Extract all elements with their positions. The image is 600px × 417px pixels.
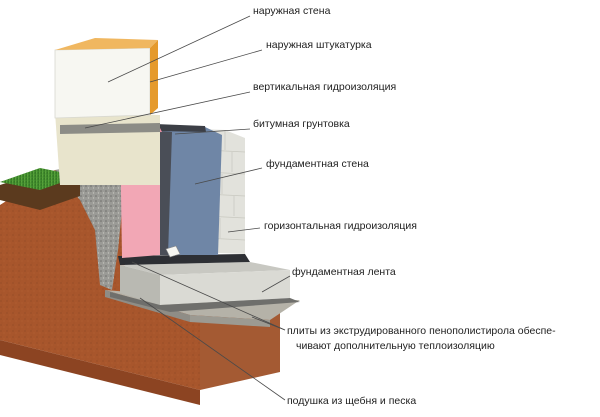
label-outer-wall: наружная стена [253,5,331,17]
vertical-waterproofing-layer [155,124,222,255]
horizontal-waterproofing-layer [118,254,250,265]
leader-vertical-waterproofing [84,91,251,129]
waterproofing-overlap-marker [165,245,181,258]
label-xps-boards-line2: чивают дополнительную теплоизоляцию [296,340,495,352]
label-foundation-strip: фундаментная лента [292,266,396,278]
gravel-backfill [55,160,125,290]
outer-plaster-block [55,112,160,185]
leader-foundation-wall [194,167,263,185]
label-outer-plaster: наружная штукатурка [266,39,372,51]
leader-xps-boards-b [251,316,286,331]
foundation-strip [120,262,290,305]
xps-board-layer [110,292,300,312]
leader-gravel-cushion [139,297,286,401]
outer-wall-block [54,47,151,119]
label-horizontal-waterproofing: горизонтальная гидроизоляция [264,220,417,232]
label-vertical-waterproofing: вертикальная гидроизоляция [253,81,397,93]
label-xps-boards-line1: плиты из экструдированного пенополистиро… [287,325,556,337]
leader-foundation-strip [261,275,291,293]
leader-horizontal-waterproofing [227,227,261,233]
label-gravel-sand-cushion: подушка из щебня и песка [287,395,417,407]
soil-bottom-edge [0,340,200,405]
leader-bitumen-primer [174,128,251,135]
leader-outer-plaster [149,49,263,83]
brick-side-face [55,38,158,115]
label-bitumen-primer: битумная грунтовка [253,118,350,130]
leader-xps-boards-a [131,261,286,331]
leader-outer-wall [107,15,251,83]
leader-lines [84,15,291,401]
label-foundation-wall: фундаментная стена [266,158,369,170]
